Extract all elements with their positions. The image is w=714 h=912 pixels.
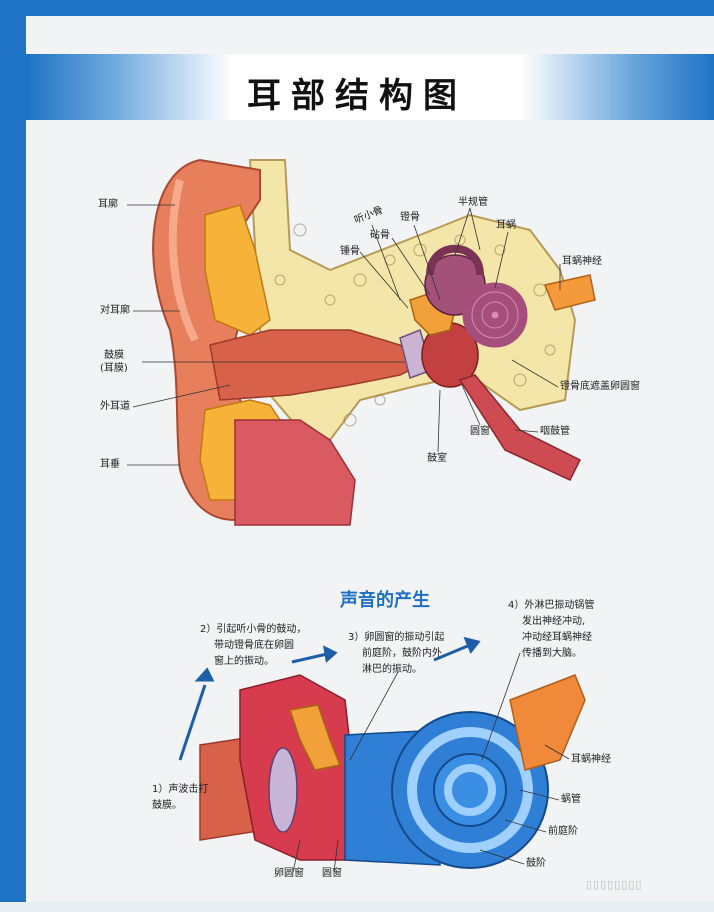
step-2-text: 2）引起听小骨的鼓动， 带动镫骨底在卵圆 窗上的振动。 — [200, 622, 306, 670]
label-cochlear-nerve-bottom: 耳蜗神经 — [571, 754, 611, 765]
label-auricle: 耳廓 — [98, 199, 118, 210]
frame-top-bar — [0, 0, 714, 16]
label-stapes-footplate: 镫骨底遮盖卵圆窗 — [560, 381, 640, 392]
step-4-line-4: 传播到大脑。 — [522, 648, 582, 659]
sound-process-diagram — [199, 674, 586, 869]
step-4-line-2: 发出神经冲动, — [522, 616, 586, 627]
cochlear-nerve-shape — [543, 274, 596, 311]
step-3-text: 3）卵圆窗的振动引起 前庭阶，鼓阶内外 淋巴的振动。 — [348, 630, 444, 678]
step-4-text: 4）外淋巴振动锅管 发出神经冲动, 冲动经耳蜗神经 传播到大脑。 — [508, 598, 594, 662]
semicircular-canal-loop — [426, 244, 484, 276]
process-arrows — [178, 636, 481, 761]
cochlea-top — [462, 282, 528, 348]
label-malleus: 锤骨 — [340, 246, 360, 257]
step-2-line-1: 2）引起听小骨的鼓动， — [200, 624, 307, 635]
eardrum-bottom — [268, 747, 298, 833]
step-1-text: 1）声波击打 鼓膜。 — [152, 782, 208, 814]
label-stapes: 镫骨 — [400, 212, 420, 223]
label-cochlear-duct: 蜗管 — [561, 794, 581, 805]
label-tympanic-cavity: 鼓室 — [427, 453, 447, 464]
label-oval-window: 卵圆窗 — [274, 868, 304, 879]
frame-bottom-bar — [0, 902, 714, 912]
label-earlobe: 耳垂 — [100, 459, 120, 470]
eustachian-tube-shape — [458, 374, 582, 481]
label-semicircular-canals: 半规管 — [458, 197, 488, 208]
step-3-line-1: 3）卵圆窗的振动引起 — [348, 632, 445, 643]
title-banner — [26, 54, 714, 120]
step-2-line-2: 带动镫骨底在卵圆 — [214, 640, 294, 651]
middle-ear-bottom — [239, 674, 356, 861]
page-title: 耳部结构图 — [247, 76, 467, 116]
jaw-tissue — [234, 419, 356, 526]
ear-anatomy-diagram — [152, 158, 596, 526]
leader-lines-bottom — [292, 652, 570, 873]
label-eardrum-alt: (耳膜) — [100, 363, 128, 374]
label-eustachian-tube: 咽鼓管 — [540, 426, 570, 437]
bone-texture — [274, 223, 556, 427]
cochlea-spiral-bottom — [391, 711, 549, 869]
label-scala-tympani: 鼓阶 — [526, 858, 546, 869]
step-2-line-3: 窗上的振动。 — [214, 656, 274, 667]
step-3-line-3: 淋巴的振动。 — [362, 664, 422, 675]
label-round-window: 圆窗 — [470, 426, 490, 437]
step-4-line-3: 冲动经耳蜗神经 — [522, 632, 592, 643]
auricle-fold — [168, 179, 199, 342]
step-1-line-1: 1）声波击打 — [152, 784, 209, 795]
cartilage-tissue — [204, 204, 271, 336]
label-eardrum: 鼓膜 — [104, 350, 124, 361]
step-3-line-2: 前庭阶，鼓阶内外 — [362, 648, 442, 659]
label-antihelix: 对耳廓 — [100, 305, 130, 316]
label-scala-vestibuli: 前庭阶 — [548, 826, 578, 837]
label-cochlear-nerve: 耳蜗神经 — [562, 256, 602, 267]
ossicles-bottom — [289, 704, 342, 771]
frame-left-bar — [0, 0, 26, 912]
label-incus: 砧骨 — [370, 230, 390, 241]
label-ear-canal: 外耳道 — [100, 401, 130, 412]
leader-lines-top — [127, 204, 561, 466]
step-4-line-1: 4）外淋巴振动锅管 — [508, 600, 595, 611]
watermark: ▯▯▯▯▯▯▯▯ — [586, 878, 643, 891]
step-1-line-2: 鼓膜。 — [152, 800, 182, 811]
label-cochlea: 耳蜗 — [496, 220, 516, 231]
section-title-sound: 声音的产生 — [340, 590, 430, 611]
label-round-window-bottom: 圆窗 — [322, 868, 342, 879]
cochlear-nerve-bottom — [509, 674, 586, 771]
